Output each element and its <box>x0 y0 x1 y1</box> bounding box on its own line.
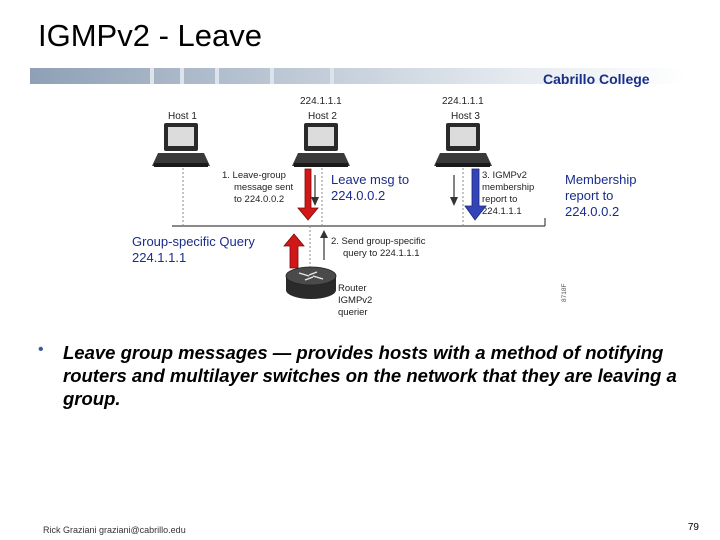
step2-line2: query to 224.1.1.1 <box>343 248 420 259</box>
report-line1: Membership <box>565 172 637 187</box>
query-line1: Group-specific Query <box>132 234 255 249</box>
report-arrow-icon <box>450 175 458 206</box>
page-number: 79 <box>687 522 699 533</box>
query-arrow-icon <box>320 230 328 260</box>
host3-address: 224.1.1.1 <box>442 96 484 107</box>
igmp-leave-diagram: Host 1 224.1.1.1 Host 2 224.1.1.1 Host 3… <box>152 96 568 318</box>
figure-id: 8718F <box>561 284 568 302</box>
membership-report-note: Membership report to 224.0.0.2 <box>565 172 637 220</box>
query-line2: 224.1.1.1 <box>132 250 187 265</box>
step2-line1: 2. Send group-specific <box>331 236 426 247</box>
report-line3: 224.0.0.2 <box>565 204 620 219</box>
router-icon <box>285 266 337 299</box>
router-line3: querier <box>338 307 368 318</box>
host2-label: Host 2 <box>308 111 337 122</box>
router-line2: IGMPv2 <box>338 295 372 306</box>
college-name: Cabrillo College <box>543 71 650 87</box>
host1-computer-icon <box>152 123 210 167</box>
banner-tick <box>215 68 219 84</box>
step1-line3: to 224.0.0.2 <box>234 194 284 205</box>
step3-line1: 3. IGMPv2 <box>482 170 527 181</box>
host3-label: Host 3 <box>451 111 480 122</box>
banner-tick <box>270 68 274 84</box>
router-line1: Router <box>338 283 367 294</box>
step1-line1: 1. Leave-group <box>222 170 286 181</box>
step1-line2: message sent <box>234 182 294 193</box>
leave-msg-note: Leave msg to 224.0.0.2 <box>331 172 409 204</box>
query-red-arrow-icon <box>283 233 305 269</box>
footer-author: Rick Graziani graziani@cabrillo.edu <box>43 525 186 535</box>
leave-msg-line2: 224.0.0.2 <box>331 188 386 203</box>
host2-address: 224.1.1.1 <box>300 96 342 107</box>
leave-msg-line1: Leave msg to <box>331 172 410 187</box>
report-line2: report to <box>565 188 614 203</box>
group-query-note: Group-specific Query 224.1.1.1 <box>132 234 255 266</box>
banner-tick <box>150 68 154 84</box>
bullet-icon: • <box>38 341 44 358</box>
host2-computer-icon <box>292 123 350 167</box>
host1-label: Host 1 <box>168 111 197 122</box>
bullet-text: Leave group messages — provides hosts wi… <box>63 342 677 409</box>
leave-arrow-icon <box>311 175 319 206</box>
banner-tick <box>180 68 184 84</box>
step3-line3: report to <box>482 194 517 205</box>
report-blue-arrow-icon <box>464 168 487 221</box>
banner-tick <box>330 68 334 84</box>
step3-line4: 224.1.1.1 <box>482 206 522 217</box>
slide-title: IGMPv2 - Leave <box>38 18 262 53</box>
leave-red-arrow-icon <box>297 168 319 221</box>
host3-computer-icon <box>434 123 492 167</box>
header-banner <box>30 68 687 84</box>
step3-line2: membership <box>482 182 534 193</box>
